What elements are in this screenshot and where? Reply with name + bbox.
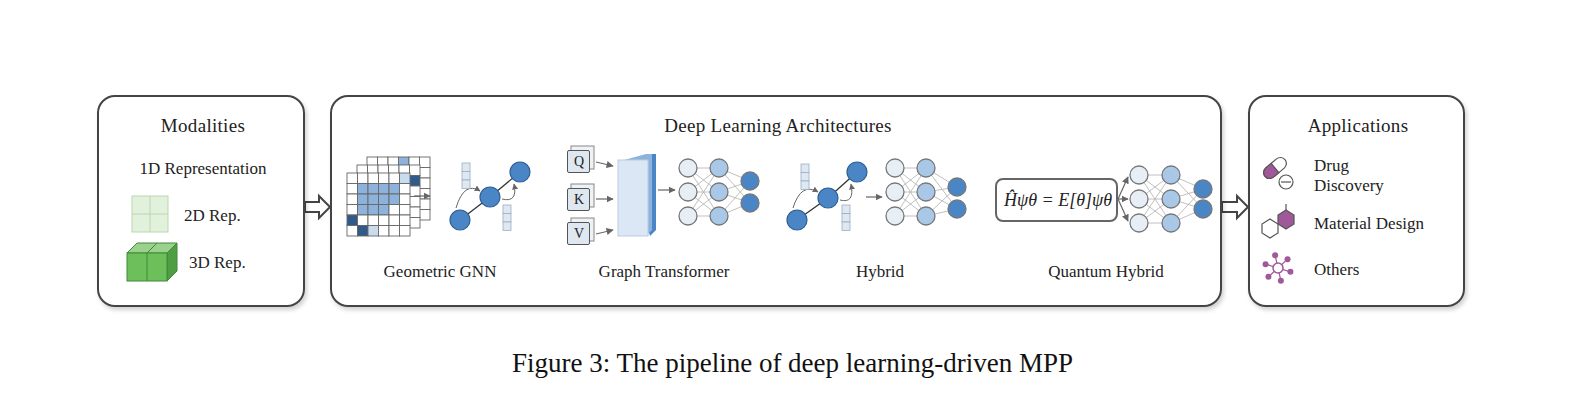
panel-heading: Modalities [161, 115, 245, 138]
item-label: Others [1314, 260, 1359, 280]
box-label: K [574, 192, 584, 209]
panel-heading: Deep Learning Architectures [664, 115, 892, 138]
item-label: 3D Rep. [189, 253, 246, 273]
panel-heading: Applications [1308, 115, 1409, 138]
small-arrow [866, 196, 882, 197]
cube-icon [127, 243, 177, 281]
molecule-icon [1262, 204, 1294, 238]
small-arrow [414, 195, 430, 196]
item-label: Hybrid [856, 262, 904, 282]
query-box: Q [567, 150, 590, 173]
block-arrow [1222, 196, 1248, 218]
box-label: Ĥψθ = E[θ]ψθ [1004, 190, 1112, 212]
network-icon [1263, 252, 1294, 283]
adjacency-matrix [347, 157, 430, 236]
architectures-panel: Deep Learning ArchitecturesGeometric GNN… [330, 95, 1222, 307]
neural-network [679, 159, 1212, 232]
graph-icon [450, 162, 530, 231]
item-label: Quantum Hybrid [1048, 262, 1164, 282]
small-arrow [1118, 177, 1128, 221]
key-box: K [567, 188, 590, 211]
pill-icon [1261, 155, 1293, 189]
equation-box: Ĥψθ = E[θ]ψθ [995, 178, 1118, 222]
box-label: Q [574, 154, 584, 171]
item-label: 1D Representation [140, 159, 267, 179]
modalities-panel: Modalities 1D Representation 2D Rep. 3D Rep… [97, 95, 305, 307]
box-label: V [574, 226, 584, 243]
small-arrow [596, 162, 613, 234]
item-label: Geometric GNN [384, 262, 497, 282]
value-box: V [567, 222, 590, 245]
item-label: Material Design [1314, 214, 1424, 234]
graph-icon [787, 162, 867, 231]
applications-panel: ApplicationsDrug DiscoveryMaterial Desig… [1248, 95, 1465, 307]
item-label: Graph Transformer [599, 262, 730, 282]
item-label: Drug Discovery [1314, 156, 1406, 197]
grid-icon [132, 196, 168, 232]
block-arrow [305, 196, 330, 218]
item-label: 2D Rep. [184, 206, 241, 226]
small-arrow [658, 189, 675, 190]
attention-block [618, 154, 656, 236]
figure-caption: Figure 3: The pipeline of deep learning-… [0, 348, 1585, 379]
